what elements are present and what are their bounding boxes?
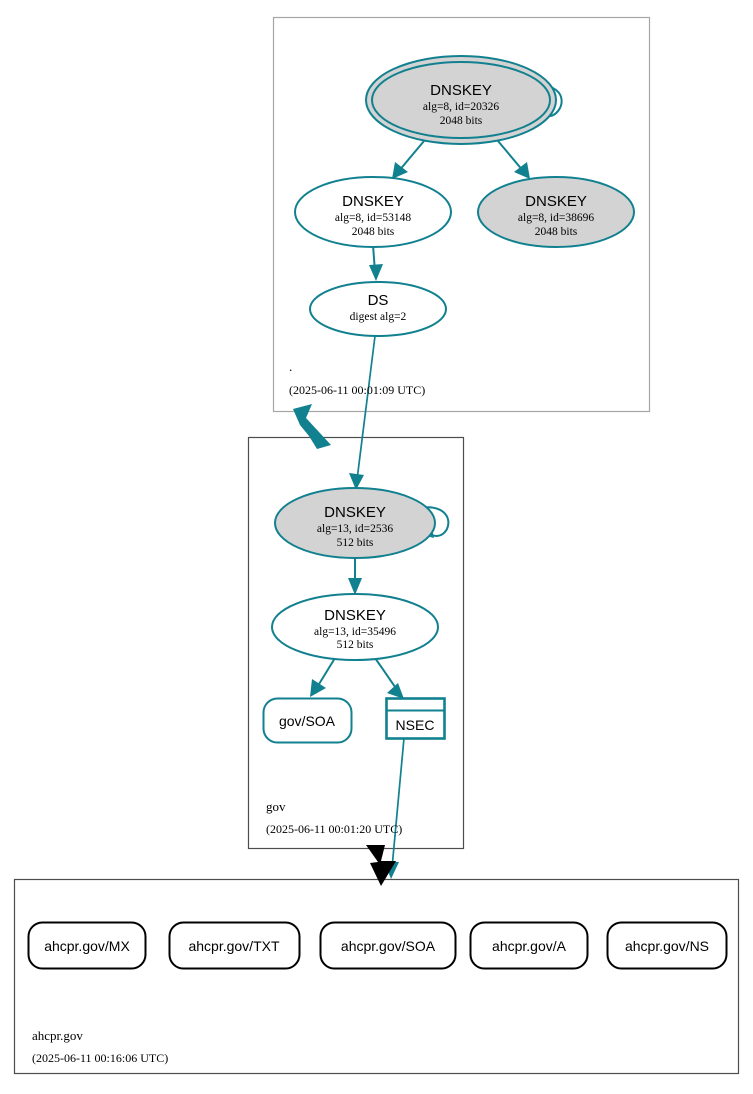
node-subline-1: digest alg=2 <box>350 311 407 323</box>
node-shape-outer <box>365 55 557 145</box>
node-shape <box>469 921 589 970</box>
node-title: DNSKEY <box>342 193 404 210</box>
zone-timestamp-root: (2025-06-11 00:01:09 UTC) <box>289 383 425 397</box>
edge-ds-to-govksk2536 <box>349 335 376 490</box>
node-title: gov/SOA <box>279 713 336 729</box>
edge-gov-to-ahcprgov-delegation <box>366 845 396 886</box>
node-subline-1: alg=8, id=20326 <box>423 101 499 113</box>
node-shape <box>385 697 446 740</box>
node-dnskey-zsk-53148[interactable]: DNSKEY alg=8, id=53148 2048 bits <box>294 176 452 248</box>
edge-zsk53148-to-ds <box>369 244 383 281</box>
zone-box-root <box>272 16 651 413</box>
node-subline-2: 512 bits <box>337 639 374 651</box>
node-title: ahcpr.gov/MX <box>44 938 130 954</box>
node-title: DNSKEY <box>324 607 386 624</box>
node-dnskey-ksk-2536[interactable]: DNSKEY alg=13, id=2536 512 bits <box>274 487 436 559</box>
node-shape <box>309 281 447 337</box>
edge-zsk35496-to-govsoa <box>310 657 336 697</box>
zone-timestamp-ahcpr-gov: (2025-06-11 00:16:06 UTC) <box>32 1051 168 1065</box>
node-title: DNSKEY <box>324 504 386 521</box>
node-dnskey-zsk-38696[interactable]: DNSKEY alg=8, id=38696 2048 bits <box>477 176 635 248</box>
node-rrset-ahcpr-ns[interactable]: ahcpr.gov/NS <box>606 921 728 970</box>
node-rrset-gov-soa[interactable]: gov/SOA <box>262 697 353 744</box>
node-rrset-ahcpr-soa[interactable]: ahcpr.gov/SOA <box>319 921 457 970</box>
edge-zsk35496-to-nsec <box>374 657 404 699</box>
node-shape <box>294 176 452 248</box>
edge-ksk20326-to-zsk53148 <box>392 140 425 179</box>
node-rrset-ahcpr-txt[interactable]: ahcpr.gov/TXT <box>168 921 301 970</box>
edge-ksk20326-to-zsk38696 <box>497 140 530 179</box>
zone-timestamp-gov: (2025-06-11 00:01:20 UTC) <box>266 822 402 836</box>
node-dnskey-zsk-35496[interactable]: DNSKEY alg=13, id=35496 512 bits <box>271 593 439 661</box>
node-shape <box>262 697 353 744</box>
node-title: ahcpr.gov/SOA <box>341 938 436 954</box>
node-subline-1: alg=13, id=2536 <box>317 523 393 535</box>
node-shape <box>274 487 436 559</box>
node-shape <box>27 921 147 970</box>
node-rrset-ahcpr-a[interactable]: ahcpr.gov/A <box>469 921 589 970</box>
node-subline-1: alg=13, id=35496 <box>314 626 396 638</box>
edge-root-to-gov-delegation <box>293 404 331 449</box>
node-shape <box>606 921 728 970</box>
node-subline-1: alg=8, id=38696 <box>518 212 594 224</box>
node-shape <box>168 921 301 970</box>
node-title: DNSKEY <box>430 82 492 99</box>
node-title: DS <box>368 292 389 309</box>
zone-label-ahcpr-gov: ahcpr.gov <box>32 1028 83 1043</box>
node-title: DNSKEY <box>525 193 587 210</box>
node-nsec[interactable]: NSEC <box>385 697 446 740</box>
node-title: ahcpr.gov/NS <box>625 938 709 954</box>
node-shape <box>271 593 439 661</box>
node-shape <box>477 176 635 248</box>
node-subline-1: alg=8, id=53148 <box>335 212 411 224</box>
node-subline-2: 2048 bits <box>535 226 578 238</box>
node-title: ahcpr.gov/A <box>492 938 567 954</box>
node-title: ahcpr.gov/TXT <box>188 938 279 954</box>
node-rrset-ahcpr-mx[interactable]: ahcpr.gov/MX <box>27 921 147 970</box>
node-dnskey-ksk-20326[interactable]: DNSKEY alg=8, id=20326 2048 bits <box>365 55 557 145</box>
zone-label-root: . <box>289 359 292 374</box>
node-subline-2: 2048 bits <box>440 115 483 127</box>
node-shape <box>319 921 457 970</box>
node-subline-2: 512 bits <box>337 537 374 549</box>
node-subline-2: 2048 bits <box>352 226 395 238</box>
node-title: NSEC <box>396 717 435 733</box>
node-ds-gov[interactable]: DS digest alg=2 <box>309 281 447 337</box>
zone-label-gov: gov <box>266 799 286 814</box>
node-shape-inner <box>371 61 551 139</box>
edge-govksk2536-to-zsk35496 <box>348 558 362 595</box>
zone-box-ahcpr-gov <box>13 878 740 1075</box>
